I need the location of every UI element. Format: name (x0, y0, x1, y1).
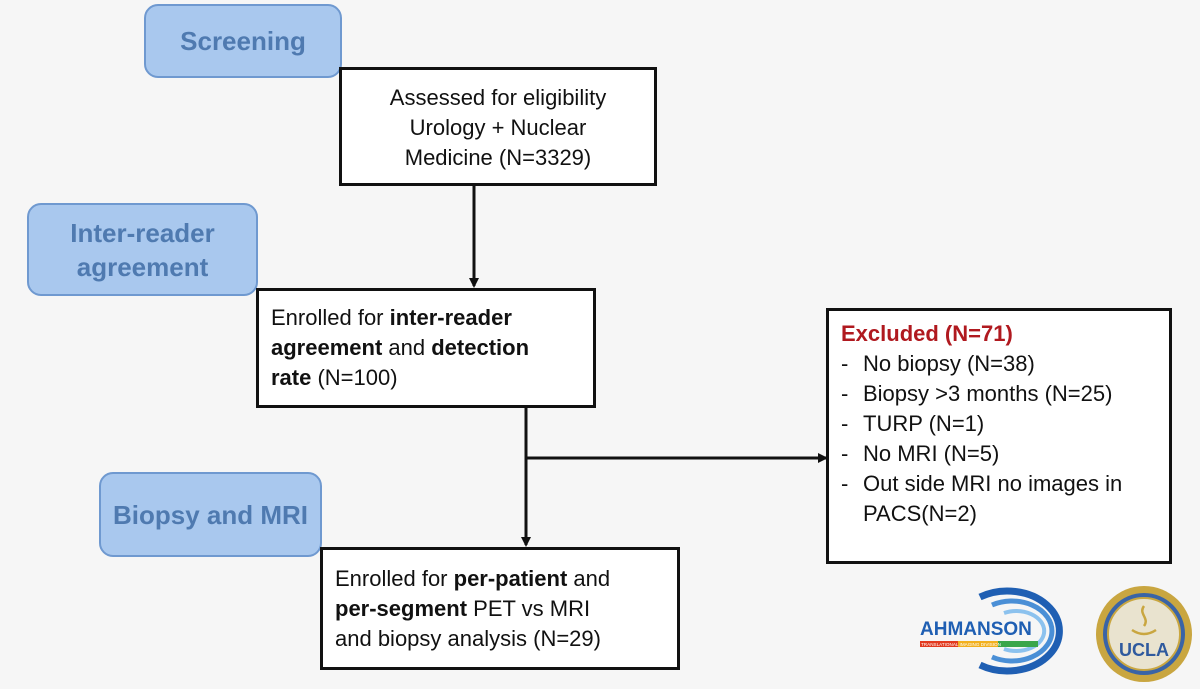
ucla-seal-logo: UCLA (1096, 586, 1192, 682)
assessed-line-1: Assessed for eligibility (389, 85, 607, 110)
ucla-logo-text: UCLA (1119, 640, 1169, 660)
stage-inter-line-1: Inter-reader (70, 217, 215, 248)
stage-label-screening: Screening (144, 4, 342, 78)
stage-inter-line-2: agreement (76, 251, 209, 282)
enrolled-per-line-2: per-segment PET vs MRI (335, 596, 591, 621)
excluded-box: Excluded (N=71) -No biopsy (N=38) -Biops… (826, 308, 1172, 564)
ahmanson-logo-text: AHMANSON (920, 619, 1032, 640)
stage-biopsy-line-1: Biopsy and (112, 499, 254, 530)
ahmanson-logo-subtext: TRANSLATIONAL IMAGING DIVISION (921, 642, 1001, 647)
list-item: -Biopsy >3 months (N=25) (841, 381, 1113, 406)
stage-label-biopsy-mri: Biopsy and MRI (99, 472, 322, 557)
enrolled-per-line-1: Enrolled for per-patient and (335, 566, 611, 591)
assessed-line-2: Urology + Nuclear (409, 115, 587, 140)
enrolled-inter-line-3: rate (N=100) (271, 365, 398, 390)
list-item: -No MRI (N=5) (841, 441, 1000, 466)
assessed-line-3: Medicine (N=3329) (404, 145, 592, 170)
enrolled-per-line-3: and biopsy analysis (N=29) (335, 626, 601, 651)
enrolled-per-patient-box: Enrolled for per-patient and per-segment… (320, 547, 680, 670)
excluded-reasons-list: -No biopsy (N=38) -Biopsy >3 months (N=2… (841, 349, 1169, 529)
assessed-eligibility-box: Assessed for eligibility Urology + Nucle… (339, 67, 657, 186)
enrolled-inter-line-2: agreement and detection (271, 335, 530, 360)
stage-label-inter-reader: Inter-reader agreement (27, 203, 258, 296)
enrolled-inter-line-1: Enrolled for inter-reader (271, 305, 512, 330)
enrolled-inter-reader-box: Enrolled for inter-reader agreement and … (256, 288, 596, 408)
ahmanson-logo: AHMANSON TRANSLATIONAL IMAGING DIVISION (920, 587, 1063, 675)
list-item: -TURP (N=1) (841, 411, 985, 436)
stage-biopsy-line-2: MRI (260, 499, 309, 530)
list-item: -No biopsy (N=38) (841, 351, 1035, 376)
excluded-title: Excluded (N=71) (841, 321, 1013, 346)
list-item: - Out side MRI no images in PACS(N=2) (841, 471, 1123, 526)
